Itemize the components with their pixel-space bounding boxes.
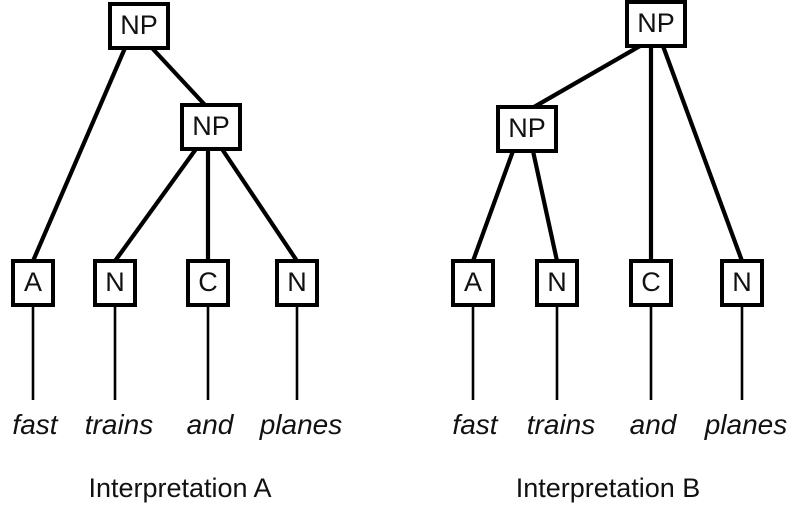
leaf-stem-layer [471, 305, 744, 400]
node-b-np2[interactable]: NP [496, 105, 558, 153]
node-box-a-np2 [180, 103, 242, 151]
node-box-b-np2 [496, 105, 558, 153]
word-label-fast: fast [452, 409, 498, 440]
branch-edge-b-root-to-b-n2 [661, 45, 744, 262]
word-label-trains: trains [527, 409, 595, 440]
branch-edge-a-root-to-a-np2 [150, 46, 207, 107]
node-label-a-np2: NP [192, 111, 230, 141]
node-label-b-root: NP [637, 8, 675, 38]
word-label-fast: fast [12, 409, 58, 440]
node-a-adj[interactable]: A [11, 259, 55, 307]
word-label-trains: trains [85, 409, 153, 440]
word-layer: fast trains and planes [452, 409, 787, 440]
branch-edge-a-root-to-a-adj [31, 47, 127, 262]
branch-edge-layer [31, 46, 299, 263]
caption-interpretation-a: Interpretation A [88, 473, 271, 503]
node-box-a-root [108, 2, 170, 50]
node-layer: NP NP A N C N [451, 0, 764, 307]
node-label-b-adj: A [464, 267, 482, 297]
node-b-conj[interactable]: C [629, 259, 673, 307]
branch-edge-a-np2-to-a-n2 [220, 147, 299, 263]
node-box-b-root [625, 0, 687, 48]
node-box-a-conj [186, 259, 230, 307]
leaf-stem-layer [31, 305, 299, 400]
branch-edge-a-np2-to-a-n1 [113, 147, 198, 263]
branch-edge-b-np2-to-b-n1 [530, 150, 560, 262]
node-label-b-n1: N [547, 267, 567, 297]
node-label-b-np2: NP [508, 113, 546, 143]
node-a-conj[interactable]: C [186, 259, 230, 307]
caption-interpretation-b: Interpretation B [516, 473, 701, 503]
node-a-n1[interactable]: N [93, 259, 137, 307]
node-box-a-n2 [275, 259, 319, 307]
branch-edge-b-np2-to-b-adj [471, 150, 515, 262]
node-a-root[interactable]: NP [108, 2, 170, 50]
node-label-b-n2: N [732, 267, 752, 297]
node-label-b-conj: C [641, 267, 661, 297]
word-layer: fast trains and planes [12, 409, 342, 440]
node-b-adj[interactable]: A [451, 259, 495, 307]
node-b-n2[interactable]: N [720, 259, 764, 307]
node-b-root[interactable]: NP [625, 0, 687, 48]
word-label-planes: planes [259, 409, 343, 440]
node-box-b-n2 [720, 259, 764, 307]
word-label-and: and [630, 409, 678, 440]
word-label-planes: planes [704, 409, 788, 440]
node-box-b-n1 [535, 259, 579, 307]
node-label-a-n1: N [105, 267, 125, 297]
branch-edge-b-root-to-b-np2 [532, 44, 642, 109]
node-b-n1[interactable]: N [535, 259, 579, 307]
node-box-b-conj [629, 259, 673, 307]
node-box-b-adj [451, 259, 495, 307]
node-a-np2[interactable]: NP [180, 103, 242, 151]
branch-edge-layer [471, 44, 744, 262]
node-box-a-n1 [93, 259, 137, 307]
word-label-and: and [187, 409, 235, 440]
node-box-a-adj [11, 259, 55, 307]
node-layer: NP NP A N C N [11, 2, 319, 307]
node-label-a-adj: A [24, 267, 42, 297]
node-label-a-root: NP [120, 10, 158, 40]
node-label-a-conj: C [198, 267, 218, 297]
node-a-n2[interactable]: N [275, 259, 319, 307]
node-label-a-n2: N [287, 267, 307, 297]
